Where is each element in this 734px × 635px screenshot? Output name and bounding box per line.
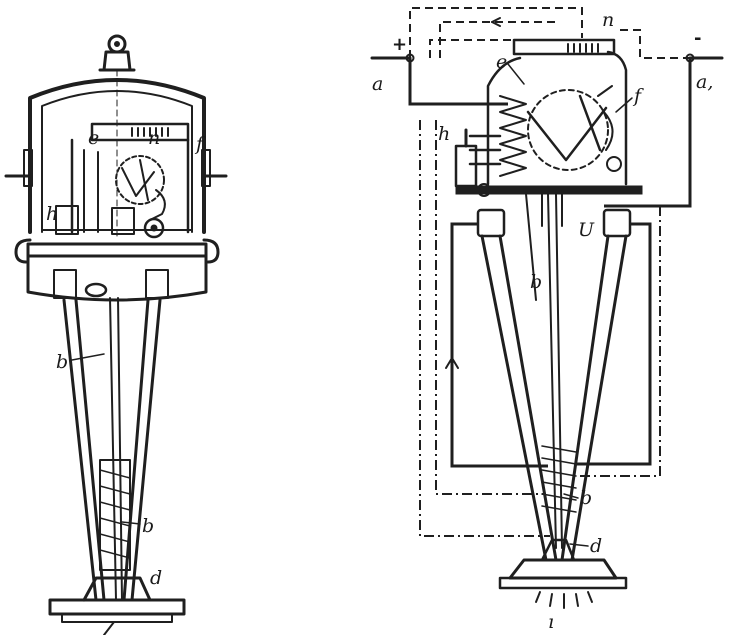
right-return-wire — [604, 58, 692, 208]
left-bottom-bowl — [48, 576, 186, 635]
left-label-n: n — [148, 127, 160, 149]
right-label-b-upper: b — [530, 271, 542, 293]
left-label-b-lower: b — [142, 515, 154, 537]
left-mechanism — [41, 122, 193, 239]
right-label-a1: a, — [696, 71, 713, 93]
right-label-f: f — [632, 85, 644, 107]
left-label-b-upper: b — [56, 351, 68, 373]
right-electrodes — [476, 193, 632, 562]
left-dome — [28, 69, 206, 241]
right-label-plus: + — [392, 34, 407, 55]
left-electrodes — [62, 297, 162, 602]
right-dashdot-loops — [419, 120, 680, 537]
left-hanger — [98, 34, 136, 72]
left-label-e: e — [88, 127, 99, 149]
right-circuit-figure: + - a a, e n f h U b b d ı — [370, 7, 724, 633]
left-label-d: d — [150, 567, 162, 589]
right-feed-wire — [408, 58, 508, 106]
right-label-minus: - — [694, 28, 701, 49]
right-label-n: n — [602, 9, 614, 31]
right-label-b-lower: b — [580, 487, 592, 509]
right-label-h: h — [438, 123, 450, 145]
left-coil-n — [131, 127, 169, 137]
right-label-d: d — [590, 535, 602, 557]
right-solid-loops — [445, 222, 652, 468]
left-label-h: h — [46, 203, 58, 225]
right-label-U: U — [578, 219, 595, 241]
right-dashed-loops — [409, 7, 690, 59]
right-bottom-bowl — [498, 538, 628, 609]
right-label-a: a — [372, 73, 383, 95]
right-label-bottom: ı — [548, 611, 554, 633]
left-label-f: f — [194, 133, 206, 155]
left-lamp-figure: e n f h b b d — [4, 34, 228, 635]
right-label-e: e — [496, 51, 507, 73]
right-spring-e — [499, 95, 527, 177]
left-side-hooks — [4, 149, 228, 264]
right-supply-lines — [370, 53, 724, 63]
left-base — [26, 242, 208, 302]
right-mechanism — [454, 38, 643, 227]
right-coil-n — [567, 43, 599, 53]
